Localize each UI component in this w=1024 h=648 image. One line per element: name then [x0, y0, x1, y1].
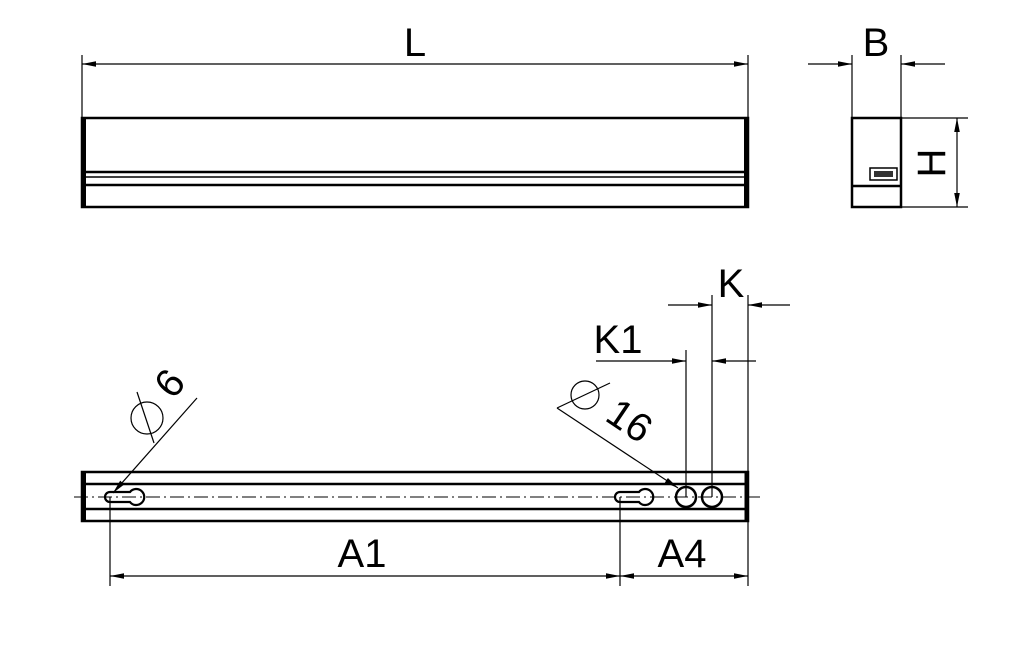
brand-label-icon — [874, 171, 893, 177]
label-height: H — [910, 149, 954, 178]
diameter-symbol-icon — [130, 401, 164, 435]
side-view — [850, 116, 903, 209]
dimension-k: K — [668, 262, 790, 521]
dimension-a4: A4 — [620, 521, 749, 586]
dimension-k1: K1 — [594, 318, 756, 497]
label-k1: K1 — [594, 318, 643, 362]
bottom-view — [74, 470, 760, 523]
keyhole-slot-right — [613, 487, 655, 507]
label-width: B — [863, 21, 890, 65]
dimension-length: L — [81, 21, 749, 118]
label-hole-diameter: 16 — [599, 391, 660, 452]
label-k: K — [718, 262, 745, 306]
keyhole-slot-left — [103, 487, 146, 507]
label-a4: A4 — [658, 532, 707, 576]
label-a1: A1 — [338, 532, 387, 576]
label-length: L — [404, 21, 426, 65]
dimension-width: B — [808, 21, 945, 118]
diameter-symbol-icon — [570, 380, 600, 410]
dimension-a1: A1 — [109, 497, 621, 586]
front-view — [80, 116, 750, 209]
label-slot-diameter: 6 — [146, 361, 194, 406]
dimension-height: H — [901, 117, 968, 208]
